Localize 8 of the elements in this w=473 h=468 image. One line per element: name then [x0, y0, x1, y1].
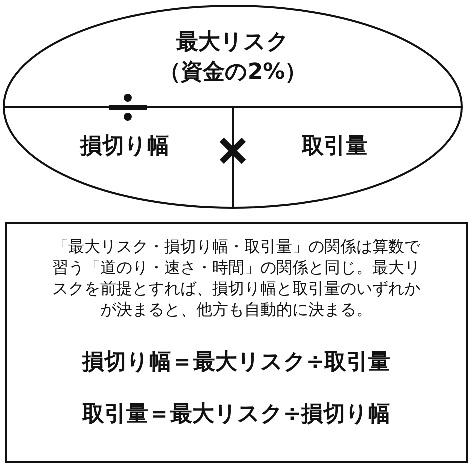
section-subheading: （資金の2%） — [158, 59, 308, 87]
section-label: 取引量 — [300, 133, 369, 161]
text-box — [5, 222, 468, 463]
section-heading: 最大リスク — [176, 29, 290, 57]
formula-text: 取引量＝最大リスク÷損切り幅 — [81, 401, 392, 429]
section-label: 損切り幅 — [79, 133, 170, 161]
formula-text: 損切り幅＝最大リスク÷取引量 — [81, 349, 392, 377]
description-text: 「最大リスク・損切り幅・取引量」の関係は算数で習う「道のり・速さ・時間」の関係と同じ。最大リスクを前提とすれば、損切り幅と取引量のいずれかが決まると、他方も自動的に決まる。 — [52, 236, 422, 320]
